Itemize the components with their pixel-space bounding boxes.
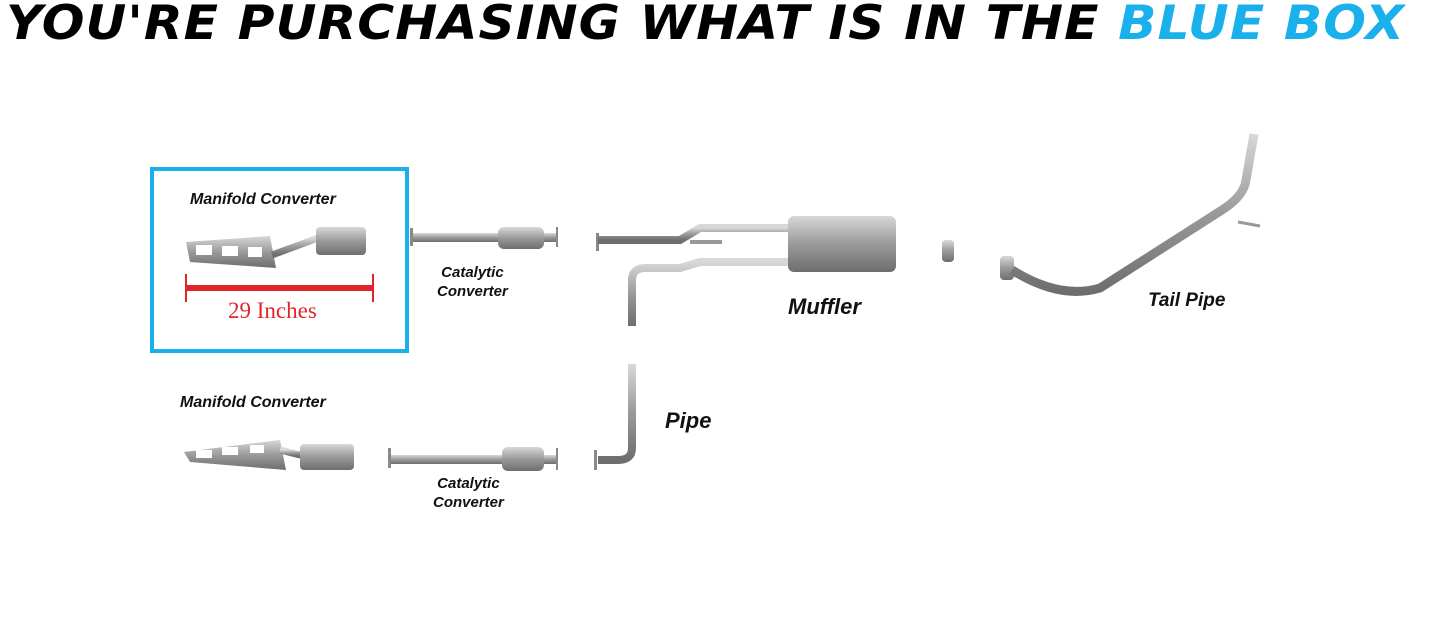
pipe-label: Pipe (665, 408, 712, 433)
tail-pipe (1000, 133, 1261, 296)
muffler-assembly (596, 216, 954, 326)
measurement-label: 29 Inches (228, 298, 317, 323)
manifold-converter-bottom (184, 440, 354, 470)
catalytic-converter-bottom (388, 447, 558, 471)
manifold-converter-bottom-label: Manifold Converter (180, 394, 326, 411)
purchase-highlight-box (150, 167, 409, 353)
tail-pipe-label: Tail Pipe (1148, 290, 1226, 311)
catalytic-converter-top (410, 227, 558, 249)
label-line: Catalytic (437, 475, 500, 492)
manifold-converter-top-label: Manifold Converter (190, 191, 336, 208)
headline-highlight: BLUE BOX (1118, 0, 1406, 51)
measurement-bar (185, 274, 374, 302)
pipe (594, 364, 636, 470)
headline: YOU'RE PURCHASING WHAT IS IN THE BLUE BO… (6, 0, 1405, 51)
headline-main: YOU'RE PURCHASING WHAT IS IN THE (6, 0, 1100, 51)
label-line: Converter (433, 494, 504, 511)
manifold-converter-top (186, 227, 366, 268)
label-line: Converter (437, 283, 508, 300)
label-line: Catalytic (441, 264, 504, 281)
muffler-label: Muffler (788, 294, 861, 319)
